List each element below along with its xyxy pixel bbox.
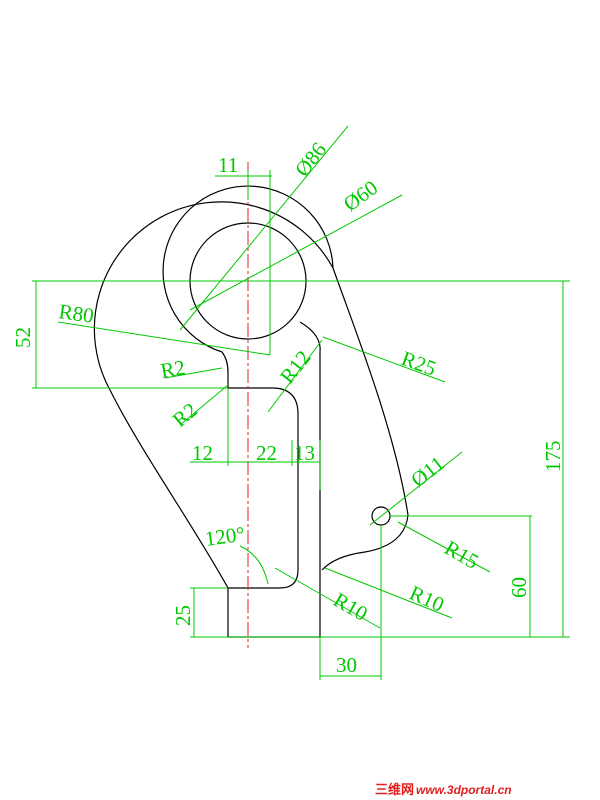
dim-175-text: 175 [541, 441, 565, 473]
dim-60-text: 60 [507, 577, 531, 598]
boss-outer-arc [93, 201, 334, 391]
r25-leader [322, 336, 446, 383]
dim-dia60-text: Ø60 [339, 175, 382, 216]
watermark: 三维网 www.3dportal.cn [375, 782, 512, 798]
dim-r80-text: R80 [57, 299, 95, 328]
dia11-leader [369, 451, 463, 526]
dim-22-text: 22 [256, 441, 277, 465]
dim-25-text: 25 [171, 605, 195, 626]
dim-52-text: 52 [11, 327, 35, 348]
dimension-lines [32, 125, 570, 680]
r10-right-leader [324, 567, 453, 619]
r15-leader [397, 521, 491, 573]
slot-outline [221, 351, 299, 589]
dia60-leader [189, 194, 403, 311]
dim-11-text: 11 [218, 153, 238, 177]
r2-upper-leader [164, 367, 223, 379]
left-flank [109, 389, 229, 589]
dimension-texts: Ø86 Ø60 11 52 R80 R2 R2 R12 R25 12 22 13… [11, 138, 565, 677]
dim-r15-text: R15 [441, 536, 483, 574]
dim-r2-lower-text: R2 [168, 398, 202, 432]
right-arm-lower [321, 514, 409, 571]
dim-dia86-text: Ø86 [290, 138, 331, 181]
dia86-leader [179, 125, 349, 331]
dim-120-text: 120° [203, 522, 246, 551]
r2-lower-leader [179, 384, 229, 426]
dim-r10-right-text: R10 [406, 581, 448, 617]
dim-30-text: 30 [336, 653, 357, 677]
dim-12-text: 12 [192, 441, 213, 465]
watermark-url: www.3dportal.cn [416, 783, 512, 797]
dim-r12-text: R12 [275, 346, 315, 388]
r10-left-leader [274, 567, 381, 629]
r80-leader [57, 321, 271, 356]
r12-leader [267, 339, 323, 413]
boss-inner-arc [162, 185, 334, 353]
right-arm-upper [332, 267, 409, 516]
dim-dia11-text: Ø11 [406, 451, 449, 492]
watermark-cn: 三维网 [375, 782, 414, 798]
dim-13-text: 13 [294, 441, 315, 465]
angle-120-arc [239, 545, 269, 585]
dim-r25-text: R25 [398, 346, 439, 381]
dim-r2-upper-text: R2 [159, 355, 187, 383]
right-web-top [299, 321, 321, 353]
part-outline [93, 185, 409, 638]
